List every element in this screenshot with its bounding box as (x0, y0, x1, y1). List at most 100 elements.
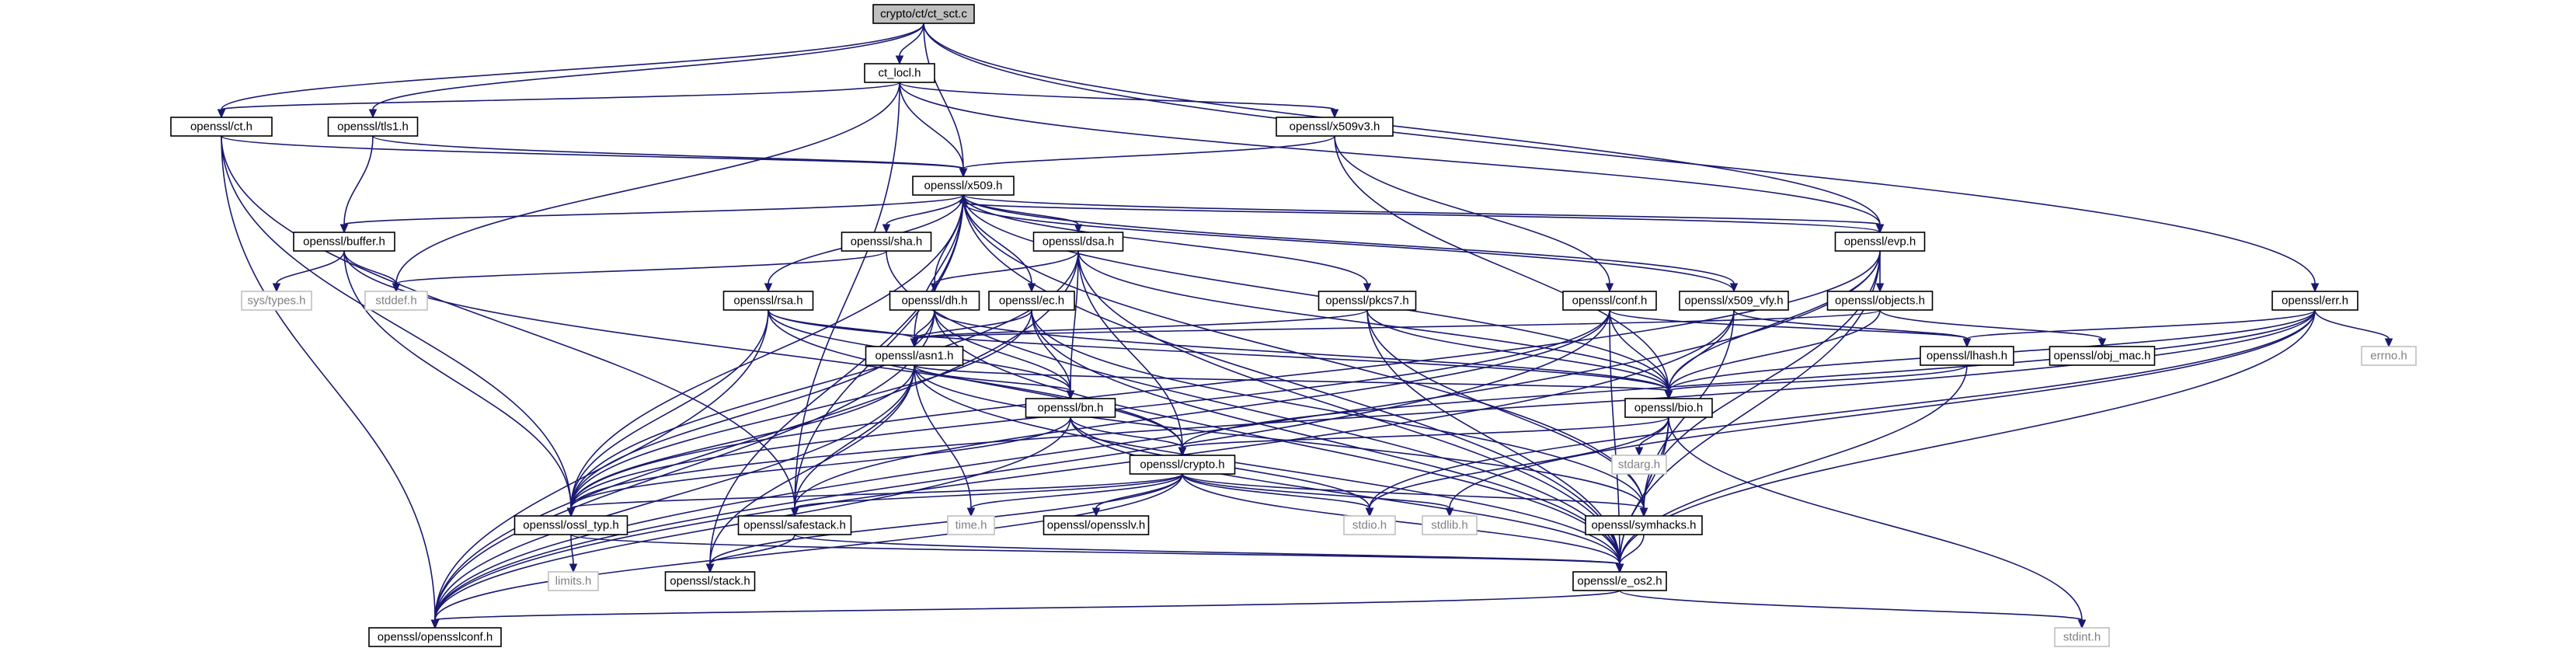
edge-line (570, 309, 1032, 509)
node-box (1572, 571, 1667, 591)
edge-crypto-to-opensslconf (430, 473, 1183, 629)
edge-line (709, 364, 915, 565)
node-box (1318, 291, 1417, 311)
node-box (889, 291, 980, 311)
arrow-head-icon (1639, 507, 1648, 517)
edge-line (923, 23, 964, 169)
node-err[interactable]: openssl/err.h (2271, 291, 2358, 311)
node-label: stdlib.h (1431, 519, 1468, 532)
node-box (364, 291, 428, 311)
node-label: openssl/tls1.h (337, 120, 409, 134)
node-evp[interactable]: openssl/evp.h (1834, 232, 1926, 252)
edge-eos2-to-stdint (1619, 590, 2087, 629)
edge-bio-to-crypto (1178, 416, 1669, 457)
node-conf[interactable]: openssl/conf.h (1562, 291, 1657, 311)
node-label: openssl/dh.h (901, 294, 967, 308)
edge-line (923, 23, 2316, 284)
node-label: time.h (956, 519, 987, 532)
node-label: stddef.h (375, 294, 416, 308)
node-label: openssl/ossl_typ.h (523, 519, 618, 532)
edge-line (886, 194, 964, 225)
node-buffer[interactable]: openssl/buffer.h (293, 232, 395, 252)
edge-line (899, 82, 964, 169)
edge-crypto-to-stdio (1182, 473, 1374, 517)
node-bn[interactable]: openssl/bn.h (1025, 398, 1116, 418)
edge-buffer-to-ossltyp (343, 250, 576, 517)
node-label: openssl/sha.h (851, 235, 923, 249)
node-pkcs7[interactable]: openssl/pkcs7.h (1318, 291, 1417, 311)
node-safestack[interactable]: openssl/safestack.h (737, 515, 852, 535)
edge-line (963, 202, 1735, 292)
node-bio[interactable]: openssl/bio.h (1624, 398, 1713, 418)
node-box (2054, 627, 2110, 647)
edge-line (1070, 416, 1620, 565)
node-rsa[interactable]: openssl/rsa.h (722, 291, 814, 311)
node-label: openssl/opensslconf.h (378, 631, 493, 644)
edge-crypto-to-stdlib (1182, 473, 1454, 517)
arrow-head-icon (1605, 283, 1614, 293)
node-label: openssl/asn1.h (875, 350, 954, 363)
edge-tls1-to-x509 (372, 135, 968, 178)
edge-line (963, 194, 1645, 509)
node-opensslv[interactable]: openssl/opensslv.h (1043, 515, 1150, 535)
edge-err-to-lhash (1962, 309, 2316, 348)
edge-line (1668, 309, 1881, 392)
arrow-head-icon (1962, 338, 1972, 348)
edge-line (1366, 309, 1645, 509)
node-x509vfy[interactable]: openssl/x509_vfy.h (1679, 291, 1789, 311)
node-box (548, 571, 599, 591)
edge-line (914, 309, 1032, 340)
node-timeh: time.h (947, 515, 995, 535)
node-stack[interactable]: openssl/stack.h (664, 571, 756, 591)
edge-line (963, 194, 1735, 284)
arrow-head-icon (217, 109, 226, 119)
node-box (988, 291, 1075, 311)
node-symhacks[interactable]: openssl/symhacks.h (1585, 515, 1703, 535)
node-tls1[interactable]: openssl/tls1.h (327, 117, 419, 137)
arrow-head-icon (2310, 283, 2320, 293)
edge-line (570, 250, 1881, 509)
node-root[interactable]: crypto/ct/ct_sct.c (872, 4, 975, 24)
node-ec[interactable]: openssl/ec.h (988, 291, 1075, 311)
edge-line (395, 82, 900, 284)
node-eos2[interactable]: openssl/e_os2.h (1572, 571, 1667, 591)
edge-line (1077, 250, 1183, 448)
edge-objects-to-objmac (1879, 309, 2107, 348)
node-label: openssl/safestack.h (743, 519, 846, 532)
node-ct[interactable]: openssl/ct.h (170, 117, 273, 137)
node-objmac[interactable]: openssl/obj_mac.h (2049, 346, 2156, 366)
node-dsa[interactable]: openssl/dsa.h (1032, 232, 1124, 252)
edge-crypto-to-timeh (966, 473, 1183, 517)
node-ct_locl[interactable]: ct_locl.h (864, 63, 935, 83)
node-x509v3[interactable]: openssl/x509v3.h (1276, 117, 1394, 137)
node-lhash[interactable]: openssl/lhash.h (1920, 346, 2014, 366)
arrow-head-icon (2097, 338, 2107, 348)
node-box (1624, 398, 1713, 418)
edge-line (1182, 473, 1645, 509)
arrow-head-icon (1066, 390, 1075, 400)
edge-bn-to-eos2 (1070, 416, 1624, 573)
edge-dsa-to-crypto (1077, 250, 1187, 457)
node-stdarg: stdarg.h (1611, 455, 1667, 475)
node-objects[interactable]: openssl/objects.h (1826, 291, 1934, 311)
node-systypes: sys/types.h (241, 291, 312, 311)
edge-eos2-to-opensslconf (430, 590, 1620, 629)
node-dh[interactable]: openssl/dh.h (889, 291, 980, 311)
node-x509[interactable]: openssl/x509.h (912, 176, 1015, 196)
edge-line (934, 309, 1669, 392)
node-ossltyp[interactable]: openssl/ossl_typ.h (513, 515, 628, 535)
node-box (1834, 232, 1926, 252)
arrow-head-icon (1330, 109, 1339, 119)
node-box (1562, 291, 1657, 311)
edge-line (221, 135, 436, 621)
node-box (2049, 346, 2156, 366)
edge-x509-to-buffer (339, 194, 964, 234)
node-crypto[interactable]: openssl/crypto.h (1129, 455, 1236, 475)
node-opensslconf[interactable]: openssl/opensslconf.h (368, 627, 502, 647)
node-sha[interactable]: openssl/sha.h (841, 232, 932, 252)
node-asn1[interactable]: openssl/asn1.h (865, 346, 964, 366)
edge-evp-to-ossltyp (566, 250, 1881, 517)
nodes-layer: crypto/ct/ct_sct.c ct_locl.h openssl/ct.h o… (170, 4, 2417, 647)
edge-line (794, 364, 915, 509)
